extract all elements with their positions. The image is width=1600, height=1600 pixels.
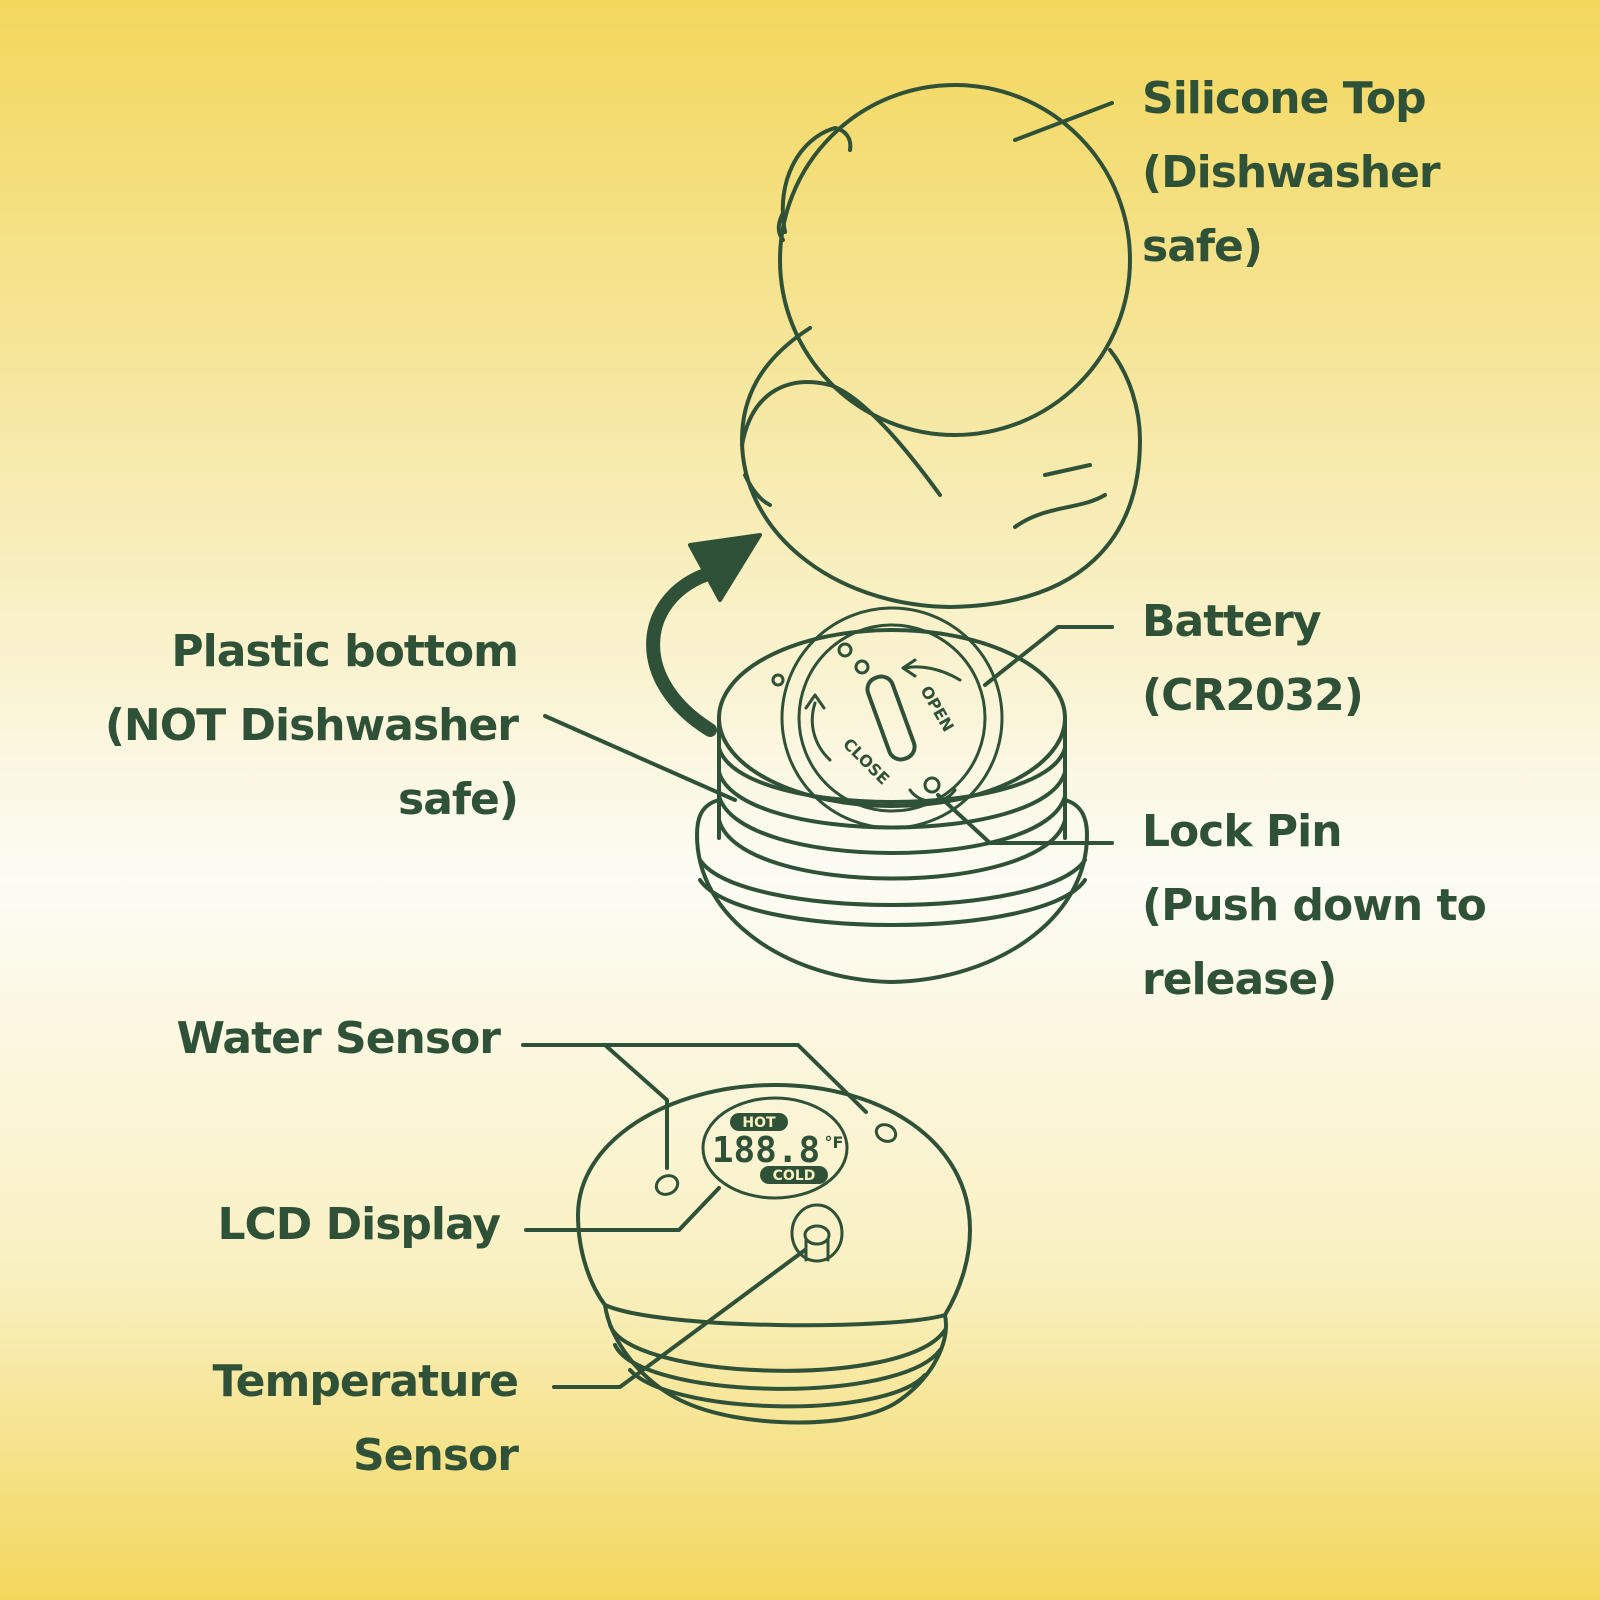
- label-lock-pin-line3: release): [1142, 943, 1486, 1017]
- lcd-digits-text: 188.8: [712, 1130, 820, 1171]
- label-lcd-display: LCD Display: [217, 1188, 500, 1262]
- label-battery-line2: (CR2032): [1142, 659, 1363, 733]
- label-silicone-top-line2: (Dishwasher: [1142, 136, 1440, 210]
- leader-water-sensor-2: [605, 1045, 667, 1168]
- label-plastic-bottom-line2: (NOT Dishwasher: [105, 689, 518, 763]
- plastic-bottom-illustration: CLOSE OPEN: [697, 608, 1087, 982]
- label-battery: Battery (CR2032): [1142, 585, 1363, 733]
- silicone-top-illustration: [742, 85, 1140, 607]
- label-lock-pin: Lock Pin (Push down to release): [1142, 795, 1486, 1017]
- label-silicone-top-line1: Silicone Top: [1142, 62, 1440, 136]
- label-lock-pin-line1: Lock Pin: [1142, 795, 1486, 869]
- label-silicone-top: Silicone Top (Dishwasher safe): [1142, 62, 1440, 284]
- label-plastic-bottom-line3: safe): [105, 763, 518, 837]
- open-text: OPEN: [917, 683, 958, 736]
- label-lock-pin-line2: (Push down to: [1142, 869, 1486, 943]
- label-plastic-bottom: Plastic bottom (NOT Dishwasher safe): [105, 615, 518, 837]
- lift-arrow: [653, 535, 760, 730]
- leader-lcd-display: [526, 1188, 719, 1230]
- label-battery-line1: Battery: [1142, 585, 1363, 659]
- sensor-base-illustration: HOT COLD 188.8 °F: [578, 1085, 970, 1423]
- label-silicone-top-line3: safe): [1142, 210, 1440, 284]
- label-water-sensor: Water Sensor: [176, 1002, 500, 1076]
- lcd-unit-text: °F: [825, 1133, 844, 1152]
- leader-silicone-top: [1015, 103, 1112, 140]
- label-temperature-sensor: Temperature Sensor: [213, 1345, 519, 1493]
- label-water-sensor-line1: Water Sensor: [176, 1002, 500, 1076]
- leader-water-sensor: [523, 1045, 866, 1112]
- label-temperature-sensor-line1: Temperature: [213, 1345, 519, 1419]
- lcd-hot-text: HOT: [742, 1115, 776, 1131]
- label-temperature-sensor-line2: Sensor: [213, 1419, 519, 1493]
- label-plastic-bottom-line1: Plastic bottom: [105, 615, 518, 689]
- leader-battery: [985, 627, 1112, 685]
- label-lcd-display-line1: LCD Display: [217, 1188, 500, 1262]
